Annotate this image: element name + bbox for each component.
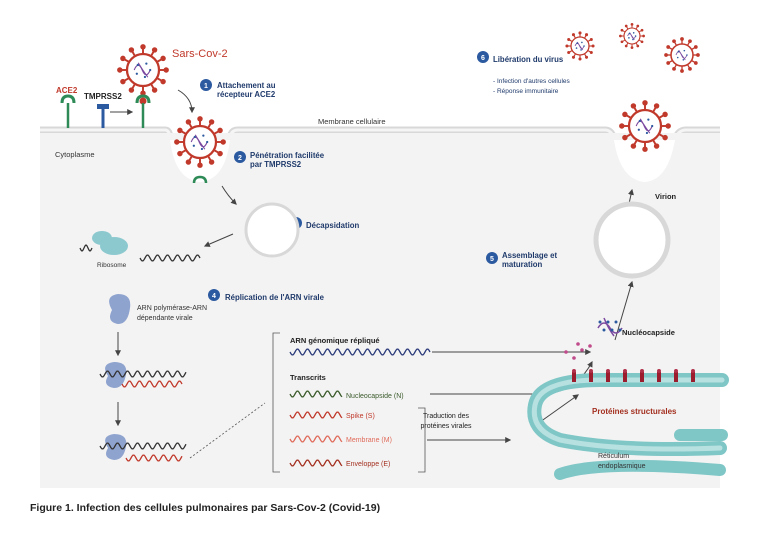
rna-copy-2 [125,454,183,462]
virus-released-1 [565,31,595,61]
transcript-s: Spike (S) [346,413,375,420]
virus-released-3 [664,37,700,73]
polymerase-line1: ARN polymérase-ARN [137,305,207,312]
cytoplasm-area [40,133,720,488]
step-4-line1: Réplication de l'ARN virale [225,293,325,302]
nucleocapsid-label: Nucléocapside [622,328,675,337]
exocytic-pit [614,140,675,182]
step-badge-5: 5 [486,252,498,264]
virus-name: Sars-Cov-2 [172,48,228,60]
polymerase-replicating-1 [105,362,127,388]
ace2-receptor [60,94,76,128]
rna-near-ribosome [139,254,201,262]
step-badge-number: 2 [238,155,242,162]
translation-line1: Traduction des [423,413,470,420]
er-protein [623,372,627,382]
rna-template-2 [99,442,187,450]
polymerase [109,294,131,324]
step-3-line1: Décapsidation [306,221,360,230]
er-label-line2: endoplasmique [598,463,646,470]
step-badge-number: 5 [490,256,494,263]
er-protein [606,372,610,382]
structural-proteins-label: Protéines structurales [592,407,677,416]
step-labels: Attachement au récepteur ACE2 Pénétratio… [217,55,564,302]
step-badge-number: 6 [481,55,485,62]
genomic-rna-label: ARN génomique répliqué [290,336,380,345]
infection-diagram: Membrane cellulaire Cytoplasme Sars-Cov-… [40,23,729,488]
polymerase-line2: dépendante virale [137,315,193,322]
virus-released-2 [619,23,645,49]
e-transcript-strand [289,459,343,467]
cytoplasm-label: Cytoplasme [55,150,95,159]
rna-left-of-ribosome [79,244,93,252]
internalized-ace2 [192,175,208,184]
endoplasmic-reticulum [527,373,729,480]
transcripts-label: Transcrits [290,373,326,382]
flow-arrows [115,89,634,427]
tmprss2-receptor [97,104,109,128]
figure-caption: Figure 1. Infection des cellules pulmona… [30,502,381,514]
rna-bracket [272,332,426,473]
release-note-1: - Infection d'autres cellules [493,78,571,85]
virion-vesicle [593,201,671,279]
step-badge-6: 6 [477,51,489,63]
virus-penetrating [174,116,226,168]
er-protein [589,372,593,382]
uncoating-vesicle [244,202,300,258]
rna-strands [79,244,431,467]
m-transcript-strand [289,435,343,443]
step-2-line2: par TMPRSS2 [250,160,302,169]
er-protein [691,372,695,382]
step-6-line1: Libération du virus [493,55,564,64]
step-1-line1: Attachement au [217,81,276,90]
polymerase-replicating-2 [105,434,127,460]
er-protein [657,372,661,382]
step-5-line2: maturation [502,260,543,269]
step-2-line1: Pénétration facilitée [250,151,325,160]
step-1-line2: récepteur ACE2 [217,90,276,99]
ribosome-label: Ribosome [97,262,127,269]
rna-copy-1 [121,380,183,388]
transcript-n: Nucleocapside (N) [346,393,404,400]
nucleocapsid [564,317,623,360]
virus-budding [619,100,671,152]
transcript-m: Membrane (M) [346,437,392,444]
er-label-line1: Réticulum [598,453,629,460]
virus-attaching [117,44,169,96]
er-protein [640,372,644,382]
rna-template-1 [99,370,187,378]
step-5-line1: Assemblage et [502,251,557,260]
step-badge-1: 1 [200,79,212,91]
ribosome [92,231,128,255]
genomic-rna-strand [289,348,431,356]
step-badge-4: 4 [208,289,220,301]
zoom-connector [189,402,266,459]
n-transcript-strand [289,390,343,398]
s-transcript-strand [289,411,343,419]
tmprss2-label: TMPRSS2 [84,92,122,101]
ace2-label: ACE2 [56,86,78,95]
virion-label: Virion [655,192,677,201]
step-badge-2: 2 [234,151,246,163]
release-note-2: - Réponse immunitaire [493,88,559,95]
step-badge-number: 4 [212,293,216,300]
er-protein [674,372,678,382]
membrane-label: Membrane cellulaire [318,117,386,126]
er-protein [572,372,576,382]
translation-line2: protéines virales [421,423,472,430]
step-badge-number: 1 [204,83,208,90]
er-structural-proteins [572,369,695,382]
bound-ace2 [135,94,151,128]
transcript-e: Enveloppe (E) [346,461,390,468]
